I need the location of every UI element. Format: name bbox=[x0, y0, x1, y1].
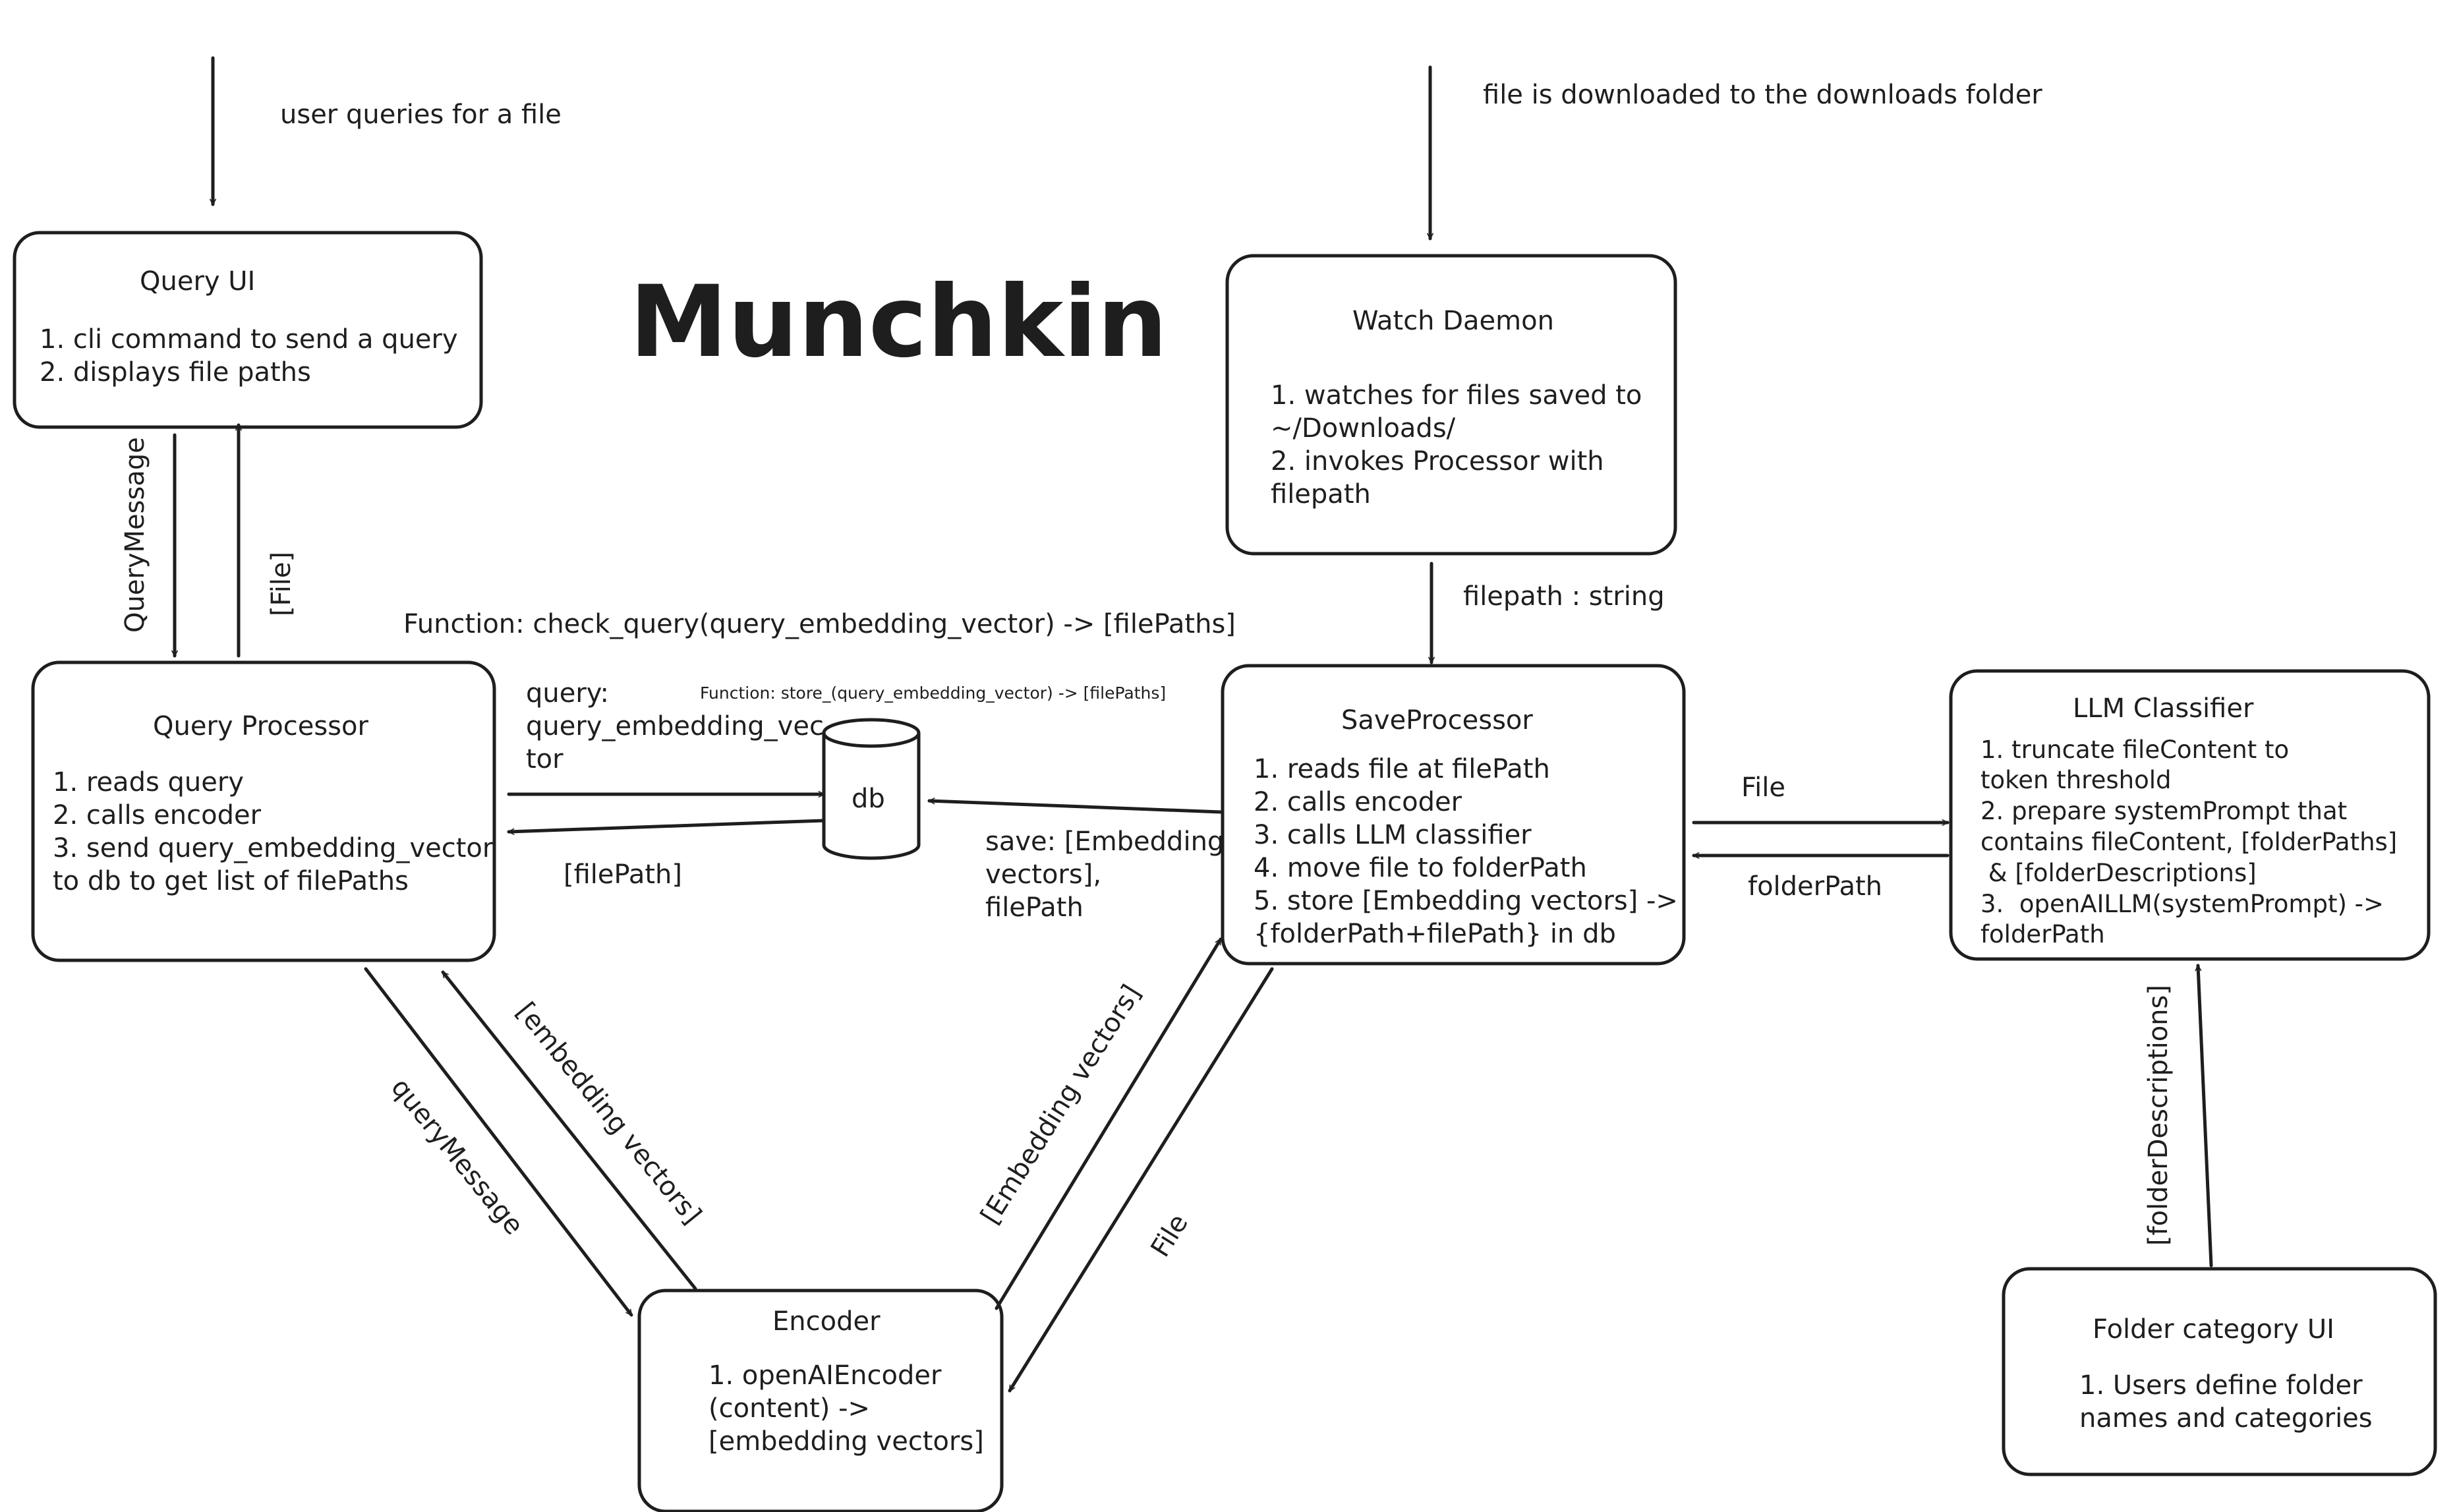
llm-classifier-line-5: & [folderDescriptions] bbox=[1980, 859, 2257, 887]
save-processor-box: SaveProcessor 1. reads file at filePath … bbox=[1221, 664, 1686, 966]
query-ui-line-1: 1. cli command to send a query bbox=[40, 324, 458, 355]
filepath-string-label: filepath : string bbox=[1463, 581, 1665, 612]
diagram-title: Munchkin bbox=[629, 265, 1168, 380]
query-to-encoder-arrow bbox=[364, 967, 633, 1317]
query-embedding-label-2: query_embedding_vec bbox=[526, 711, 824, 741]
file-diag-label: File bbox=[1145, 1209, 1194, 1262]
llm-classifier-line-2: token threshold bbox=[1980, 766, 2171, 794]
query-processor-title: Query Processor bbox=[153, 711, 368, 741]
llm-classifier-line-3: 2. prepare systemPrompt that bbox=[1980, 797, 2347, 825]
query-message-diag-label: queryMessage bbox=[385, 1072, 529, 1240]
query-embedding-label-1: query: bbox=[526, 678, 609, 709]
llm-classifier-line-1: 1. truncate fileContent to bbox=[1980, 736, 2289, 764]
db-label: db bbox=[852, 784, 885, 814]
folder-path-back-label: folderPath bbox=[1748, 871, 1882, 902]
save-embedding-label-1: save: [Embedding bbox=[985, 827, 1224, 857]
file-result-label: [File] bbox=[266, 552, 297, 616]
save-processor-line-4: 4. move file to folderPath bbox=[1254, 853, 1587, 883]
query-processor-line-4: to db to get list of filePaths bbox=[53, 866, 409, 896]
folder-category-ui-box: Folder category UI 1. Users define folde… bbox=[2002, 1267, 2437, 1476]
encoder-box: Encoder 1. openAIEncoder (content) -> [e… bbox=[637, 1289, 1004, 1512]
folder-descriptions-label: [folderDescriptions] bbox=[2143, 985, 2174, 1246]
watch-daemon-line-3: 2. invokes Processor with bbox=[1271, 446, 1604, 477]
db-to-query-arrow bbox=[507, 819, 826, 835]
save-processor-title: SaveProcessor bbox=[1341, 705, 1533, 736]
watch-daemon-title: Watch Daemon bbox=[1352, 306, 1554, 336]
llm-classifier-title: LLM Classifier bbox=[2073, 693, 2254, 724]
file-to-llm-label: File bbox=[1741, 772, 1785, 803]
encoder-to-query-arrow bbox=[441, 970, 697, 1291]
encoder-to-save-arrow bbox=[995, 937, 1223, 1310]
watch-daemon-line-2: ~/Downloads/ bbox=[1271, 413, 1456, 444]
llm-classifier-box: LLM Classifier 1. truncate fileContent t… bbox=[1949, 669, 2431, 961]
encoder-line-2: (content) -> bbox=[708, 1393, 870, 1424]
save-processor-line-1: 1. reads file at filePath bbox=[1254, 754, 1550, 784]
encoder-line-1: 1. openAIEncoder bbox=[708, 1360, 942, 1391]
folder-category-ui-line-1: 1. Users define folder bbox=[2079, 1370, 2363, 1401]
file-path-list-label: [filePath] bbox=[564, 859, 682, 890]
save-to-db-arrow bbox=[927, 798, 1223, 814]
llm-classifier-line-7: folderPath bbox=[1980, 920, 2105, 948]
store-fn-label: Function: store_(query_embedding_vector)… bbox=[700, 683, 1166, 703]
db-cylinder: db bbox=[822, 718, 921, 860]
watch-daemon-box: Watch Daemon 1. watches for files saved … bbox=[1225, 254, 1677, 556]
query-processor-line-1: 1. reads query bbox=[53, 767, 244, 798]
llm-classifier-line-6: 3. openAILLM(systemPrompt) -> bbox=[1980, 890, 2384, 918]
save-processor-line-2: 2. calls encoder bbox=[1254, 787, 1462, 817]
query-message-label: QueryMessage bbox=[120, 437, 150, 633]
query-processor-line-2: 2. calls encoder bbox=[53, 800, 262, 830]
folder-ui-to-llm-arrow bbox=[2195, 964, 2213, 1267]
check-query-label: Function: check_query(query_embedding_ve… bbox=[403, 609, 1236, 639]
query-ui-line-2: 2. displays file paths bbox=[40, 357, 311, 388]
save-embedding-label-2: vectors], bbox=[985, 859, 1101, 890]
watch-daemon-line-4: filepath bbox=[1271, 479, 1371, 509]
save-processor-line-5: 5. store [Embedding vectors] -> bbox=[1254, 886, 1678, 916]
save-to-encoder-arrow bbox=[1008, 967, 1274, 1393]
query-processor-line-3: 3. send query_embedding_vector bbox=[53, 833, 494, 863]
folder-category-ui-line-2: names and categories bbox=[2079, 1403, 2373, 1434]
save-embedding-label-3: filePath bbox=[985, 892, 1084, 923]
query-ui-title: Query UI bbox=[140, 266, 255, 297]
encoder-title: Encoder bbox=[772, 1306, 881, 1337]
query-embedding-label-3: tor bbox=[526, 744, 564, 774]
encoder-line-3: [embedding vectors] bbox=[708, 1426, 984, 1457]
folder-category-ui-title: Folder category UI bbox=[2093, 1314, 2334, 1345]
llm-classifier-line-4: contains fileContent, [folderPaths] bbox=[1980, 828, 2397, 856]
user-query-label: user queries for a file bbox=[280, 100, 562, 130]
watch-daemon-line-1: 1. watches for files saved to bbox=[1271, 380, 1642, 411]
query-processor-box: Query Processor 1. reads query 2. calls … bbox=[31, 660, 496, 962]
query-ui-box: Query UI 1. cli command to send a query … bbox=[13, 231, 483, 429]
save-processor-line-3: 3. calls LLM classifier bbox=[1254, 820, 1532, 850]
file-download-label: file is downloaded to the downloads fold… bbox=[1483, 80, 2042, 110]
save-processor-line-6: {folderPath+filePath} in db bbox=[1254, 919, 1616, 949]
